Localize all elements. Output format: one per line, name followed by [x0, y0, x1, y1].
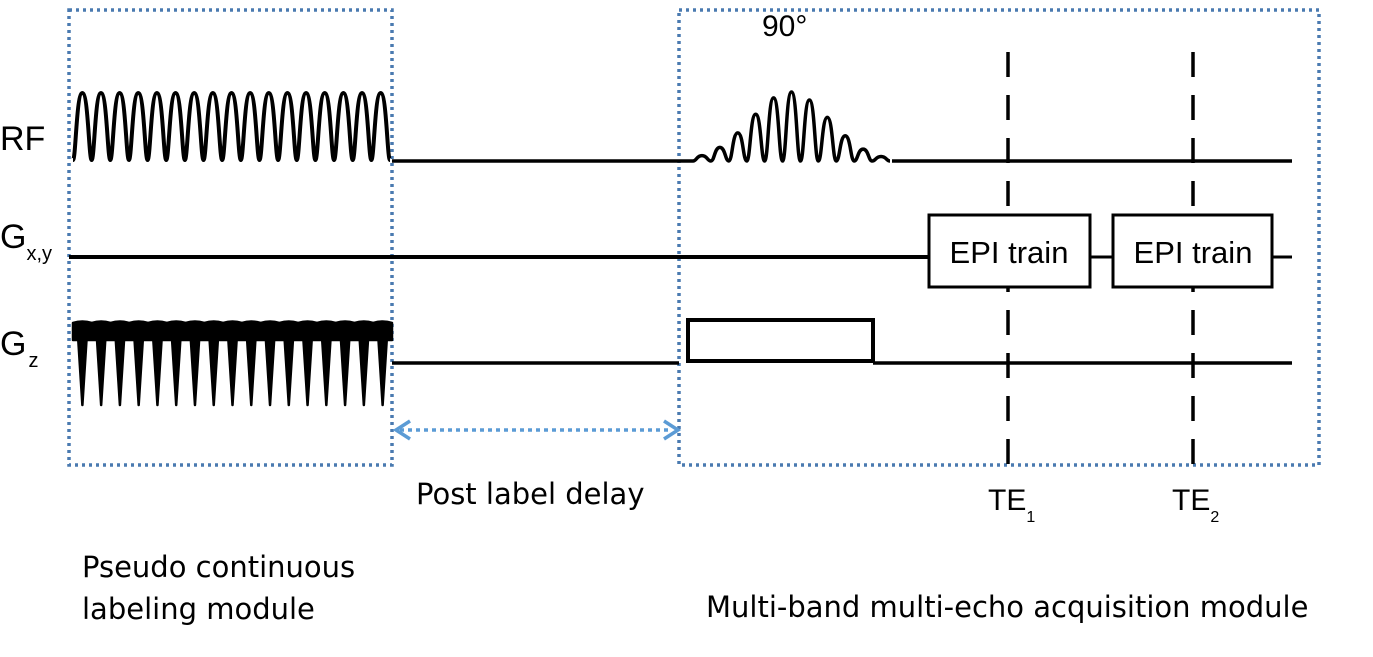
gz-label-sub: z — [28, 350, 38, 372]
te1-label: TE1 — [988, 484, 1035, 526]
gz-labeling-gradient-train — [71, 320, 394, 407]
labeling-module-caption-line1: Pseudo continuous — [82, 550, 355, 584]
gz-label-main: G — [0, 325, 26, 363]
arrow-head-left — [392, 419, 411, 441]
gxy-label-main: G — [0, 218, 26, 256]
epi-train-box-1 — [927, 213, 1092, 289]
flip-angle-label: 90° — [762, 10, 807, 43]
post-label-delay-caption: Post label delay — [416, 477, 645, 511]
epi-train-label-1: EPI train — [950, 235, 1069, 270]
te2-label-sub: 2 — [1210, 509, 1219, 526]
labeling-module-caption-line2: labeling module — [82, 592, 315, 626]
epi-train-label-2: EPI train — [1134, 235, 1253, 270]
gz-slice-select-gradient — [686, 318, 875, 363]
epi-train-box-2 — [1111, 213, 1274, 289]
rf-labeling-pulse-train — [71, 91, 392, 162]
acquisition-module-box — [677, 8, 1321, 467]
gxy-label: Gx,y — [0, 218, 52, 265]
te1-label-main: TE — [988, 484, 1026, 517]
rf-excitation-sinc-pulse — [672, 90, 891, 163]
labeling-module-box — [67, 8, 394, 467]
arrow-head-right — [663, 419, 682, 441]
te1-label-sub: 1 — [1026, 509, 1035, 526]
te2-label: TE2 — [1172, 484, 1219, 526]
acquisition-module-caption: Multi-band multi-echo acquisition module — [706, 590, 1308, 624]
te2-label-main: TE — [1172, 484, 1210, 517]
labeling-module-caption: Pseudo continuous labeling module — [82, 550, 364, 626]
gxy-label-sub: x,y — [26, 243, 52, 265]
rf-label: RF — [0, 120, 45, 158]
